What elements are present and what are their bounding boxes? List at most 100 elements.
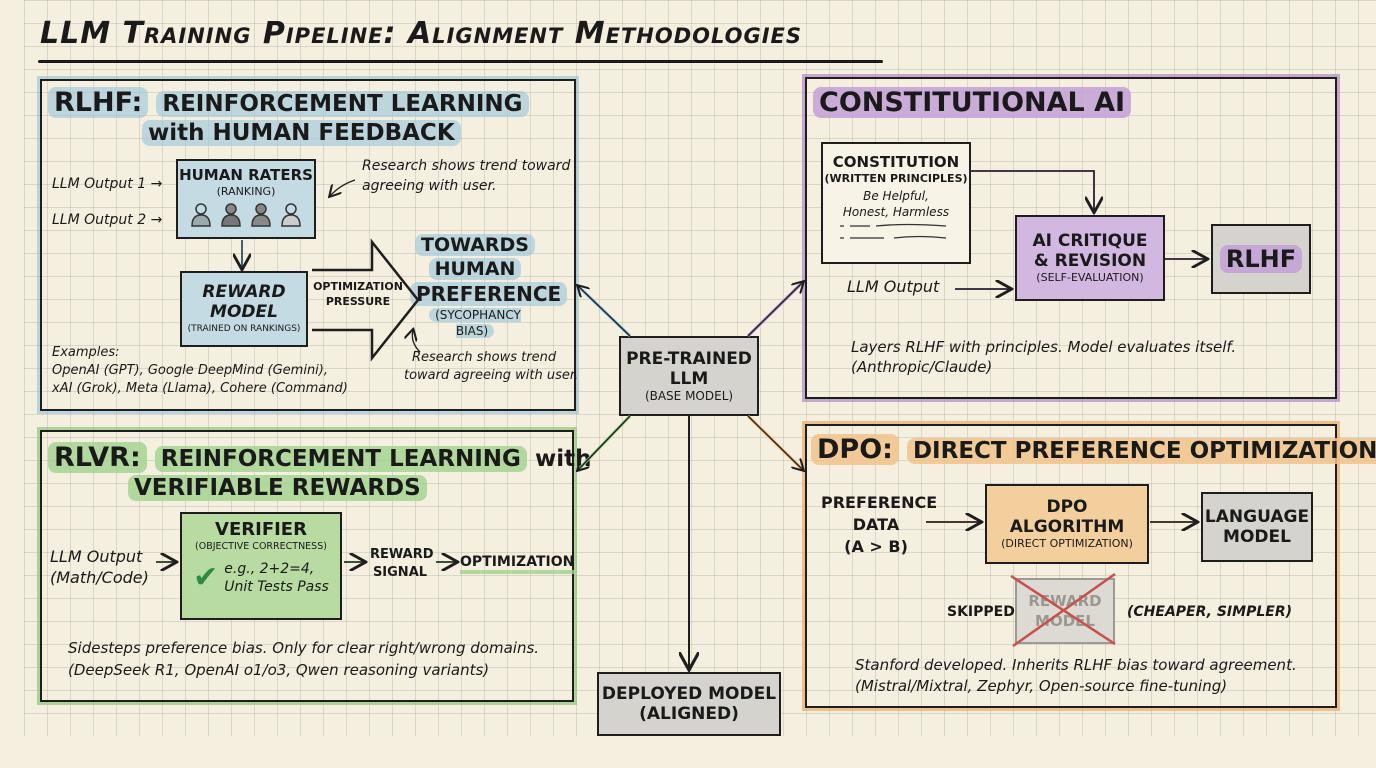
reward-signal-label: REWARD SIGNAL [370,546,434,582]
skipped-reward-model-box: REWARD MODEL [1010,572,1116,648]
constitution-box: CONSTITUTION (WRITTEN PRINCIPLES) Be Hel… [821,142,971,264]
human-raters-label: HUMAN RATERS [179,166,313,184]
rlvr-note-line1: Sidesteps preference bias. Only for clea… [68,639,540,657]
dpo-algorithm-box: DPO ALGORITHM (DIRECT OPTIMIZATION) [985,484,1149,564]
rlvr-title-line1: REINFORCEMENT LEARNING [154,446,527,472]
rlhf-title-line2: with HUMAN FEEDBACK [142,120,461,146]
critique-line1: AI CRITIQUE [1032,231,1148,251]
page-title: LLM Training Pipeline: Alignment Methodo… [40,16,803,51]
human-preference-target: TOWARDS HUMAN PREFERENCE (SYCOPHANCY BIA… [410,233,568,339]
language-model-box: LANGUAGE MODEL [1201,492,1313,562]
pretrained-sub: (BASE MODEL) [644,389,734,403]
cai-rlhf-label: RLHF [1219,245,1303,273]
target-note-line1: Research shows trend [412,350,557,365]
rlhf-title-abbr: RLHF: [48,87,149,118]
person-icon [191,203,211,227]
raters-note-line1: Research shows trend toward [362,158,571,174]
preference-data-label: PREFERENCE DATA (A > B) [821,492,938,558]
dpo-note-line2: (Mistral/Mixtral, Zephyr, Open-source fi… [855,677,1228,695]
cai-rlhf-box: RLHF [1211,224,1311,294]
dpo-note-line1: Stanford developed. Inherits RLHF bias t… [855,656,1297,674]
dpo-panel: DPO: DIRECT PREFERENCE OPTIMIZATION PREF… [805,424,1376,708]
raters-people [191,203,301,227]
constitution-sub: (WRITTEN PRINCIPLES) [824,172,968,185]
rlvr-title-line2: VERIFIABLE REWARDS [128,475,427,501]
pretrained-line1: PRE-TRAINED [626,349,752,369]
pref-line3: (A > B) [844,537,908,556]
dpo-algo-line1: DPO [1046,497,1088,517]
lm-line1: LANGUAGE [1204,507,1310,527]
cai-note-line1: Layers RLHF with principles. Model evalu… [851,338,1237,356]
reward-model-sub: (TRAINED ON RANKINGS) [187,324,301,334]
deployed-line2: (ALIGNED) [639,704,739,724]
cai-note-line2: (Anthropic/Claude) [851,358,993,376]
rlvr-input-line2: (Math/Code) [50,568,149,587]
critique-box: AI CRITIQUE & REVISION (SELF-EVALUATION) [1015,215,1165,301]
target-note-line2: toward agreeing with user. [404,368,579,383]
constitution-principle-2: Honest, Harmless [842,205,950,219]
reward-model-box: REWARD MODEL (TRAINED ON RANKINGS) [180,271,308,347]
skipped-box-line2: MODEL [1035,612,1095,630]
rlhf-input-1: LLM Output 1 → [52,176,163,192]
person-icon [281,203,301,227]
dpo-algo-line2: ALGORITHM [1009,517,1125,537]
rlhf-examples-line2: xAI (Grok), Meta (Llama), Cohere (Comman… [52,381,348,396]
pretrained-llm-box: PRE-TRAINED LLM (BASE MODEL) [619,336,759,416]
verifier-sub: (OBJECTIVE CORRECTNESS) [195,541,327,552]
rlhf-examples-label: Examples: [52,345,120,360]
deployed-line1: DEPLOYED MODEL [601,684,777,704]
title-underline [38,60,883,63]
critique-line2: & REVISION [1033,251,1147,271]
cai-input-label: LLM Output [847,277,940,296]
human-raters-box: HUMAN RATERS (RANKING) [176,159,316,239]
verifier-example-2: Unit Tests Pass [224,579,329,595]
dpo-title-abbr: DPO: [811,434,899,465]
skipped-label: SKIPPED [947,604,1015,620]
rlvr-title-with: with [534,446,592,472]
target-line1: TOWARDS [414,234,535,256]
rlvr-input: LLM Output (Math/Code) [50,546,149,588]
rlhf-panel: RLHF: REINFORCEMENT LEARNING with HUMAN … [40,79,579,411]
optimization-label: OPTIMIZATION [460,554,575,574]
verifier-example-1: e.g., 2+2=4, [224,561,315,577]
rlvr-panel: RLVR: REINFORCEMENT LEARNING with VERIFI… [40,430,591,702]
dpo-algo-sub: (DIRECT OPTIMIZATION) [1001,537,1133,550]
pref-line2: DATA [852,515,900,534]
person-icon [221,203,241,227]
cai-panel: CONSTITUTIONAL AI CONSTITUTION (WRITTEN … [805,77,1337,399]
cai-title: CONSTITUTIONAL AI [813,87,1132,118]
scribble-lines-icon [840,223,947,239]
pretrained-line2: LLM [669,369,709,389]
person-icon [251,203,271,227]
target-line3: PREFERENCE [410,282,568,306]
rlvr-input-line1: LLM Output [50,547,143,566]
rlhf-examples-line1: OpenAI (GPT), Google DeepMind (Gemini), [52,363,329,378]
verifier-box: VERIFIER (OBJECTIVE CORRECTNESS) ✔ e.g.,… [180,512,342,620]
target-line2: HUMAN [428,258,522,280]
raters-note-line2: agreeing with user. [362,178,497,194]
dpo-title-rest: DIRECT PREFERENCE OPTIMIZATION [906,438,1376,464]
constitution-label: CONSTITUTION [832,153,960,171]
signal-line2: SIGNAL [372,565,428,580]
optimization-pressure-label: OPTIMIZATION PRESSURE [312,279,404,309]
lm-line2: MODEL [1223,527,1291,547]
reward-model-line2: MODEL [210,302,278,322]
reward-model-line1: REWARD [202,282,286,302]
pref-line1: PREFERENCE [821,493,938,512]
target-sub: (SYCOPHANCY BIAS) [429,308,521,338]
rlhf-input-2: LLM Output 2 → [52,212,163,228]
rlhf-title-line1: REINFORCEMENT LEARNING [156,91,529,117]
skipped-box-line1: REWARD [1028,592,1102,610]
pressure-line2: PRESSURE [325,295,391,308]
checkmark-icon: ✔ [193,560,219,595]
rlvr-note-line2: (DeepSeek R1, OpenAI o1/o3, Qwen reasoni… [68,661,490,679]
constitution-principle-1: Be Helpful, [863,189,929,203]
deployed-model-box: DEPLOYED MODEL (ALIGNED) [597,672,781,736]
human-raters-sub: (RANKING) [216,185,276,198]
rlvr-title-abbr: RLVR: [48,442,147,473]
critique-sub: (SELF-EVALUATION) [1036,271,1144,284]
rlhf-title: RLHF: REINFORCEMENT LEARNING [48,87,529,118]
signal-line1: REWARD [370,547,434,562]
pressure-line1: OPTIMIZATION [313,280,403,293]
skipped-note: (CHEAPER, SIMPLER) [1127,604,1292,620]
